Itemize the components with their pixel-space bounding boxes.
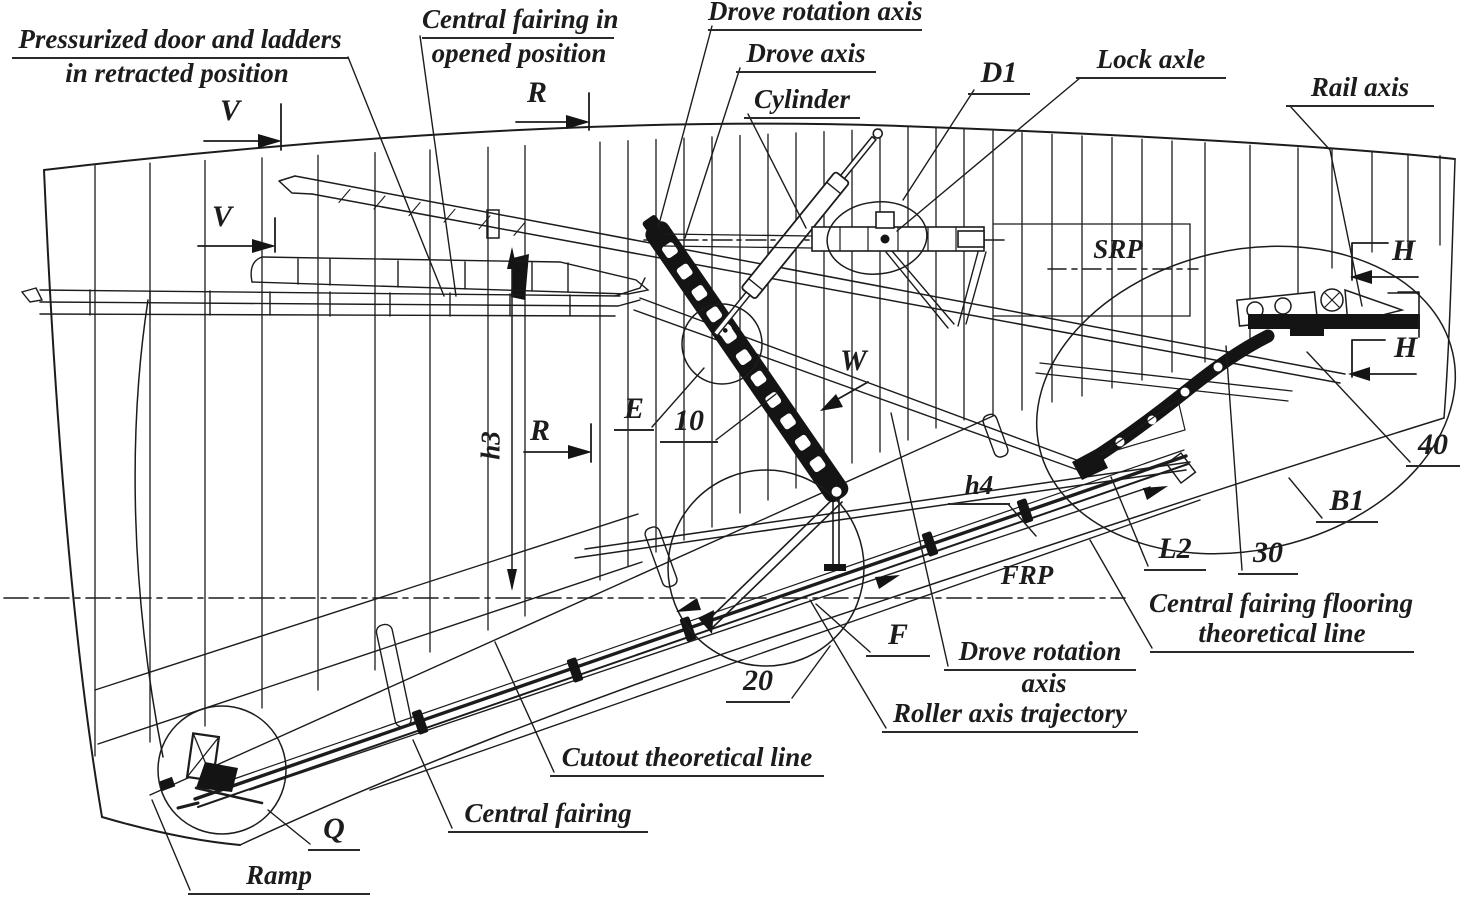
leader-lines <box>151 25 1411 891</box>
view-arrow-v-mid <box>197 217 276 253</box>
detail-circle-q <box>157 705 287 835</box>
retracted-ladders <box>20 277 646 317</box>
view-arrow-h-top <box>1350 242 1420 294</box>
view-arrow-r-mid <box>523 423 592 463</box>
view-arrow-h-bottom <box>1348 339 1417 381</box>
fuselage-ribs <box>94 125 1441 757</box>
drive-arm <box>642 215 849 503</box>
rail-carriage <box>1236 288 1420 338</box>
hinge-strut <box>698 489 846 634</box>
detail-circle-lock <box>826 201 928 275</box>
detail-ellipse-b1 <box>1035 245 1457 555</box>
fuselage-outline <box>43 122 1456 846</box>
load-arrow-w <box>820 381 869 411</box>
retracted-fairing-panel <box>250 256 650 295</box>
support-link <box>1072 329 1275 480</box>
ramp-tip-mechanism <box>158 732 264 805</box>
dimension-h3 <box>507 247 517 591</box>
lock-beam <box>663 211 987 329</box>
view-arrows <box>197 92 1420 463</box>
detail-circle-e <box>681 303 763 385</box>
detail-circle-hinge <box>667 469 865 667</box>
view-arrow-v-top <box>203 103 282 151</box>
detail-circles <box>157 201 1457 835</box>
beam-direction-arrows <box>676 486 1168 612</box>
aft-structure-grid <box>992 223 1293 402</box>
theoretical-lines <box>94 413 1201 796</box>
view-arrow-r-top <box>515 92 590 131</box>
opened-fairing <box>278 175 1346 384</box>
